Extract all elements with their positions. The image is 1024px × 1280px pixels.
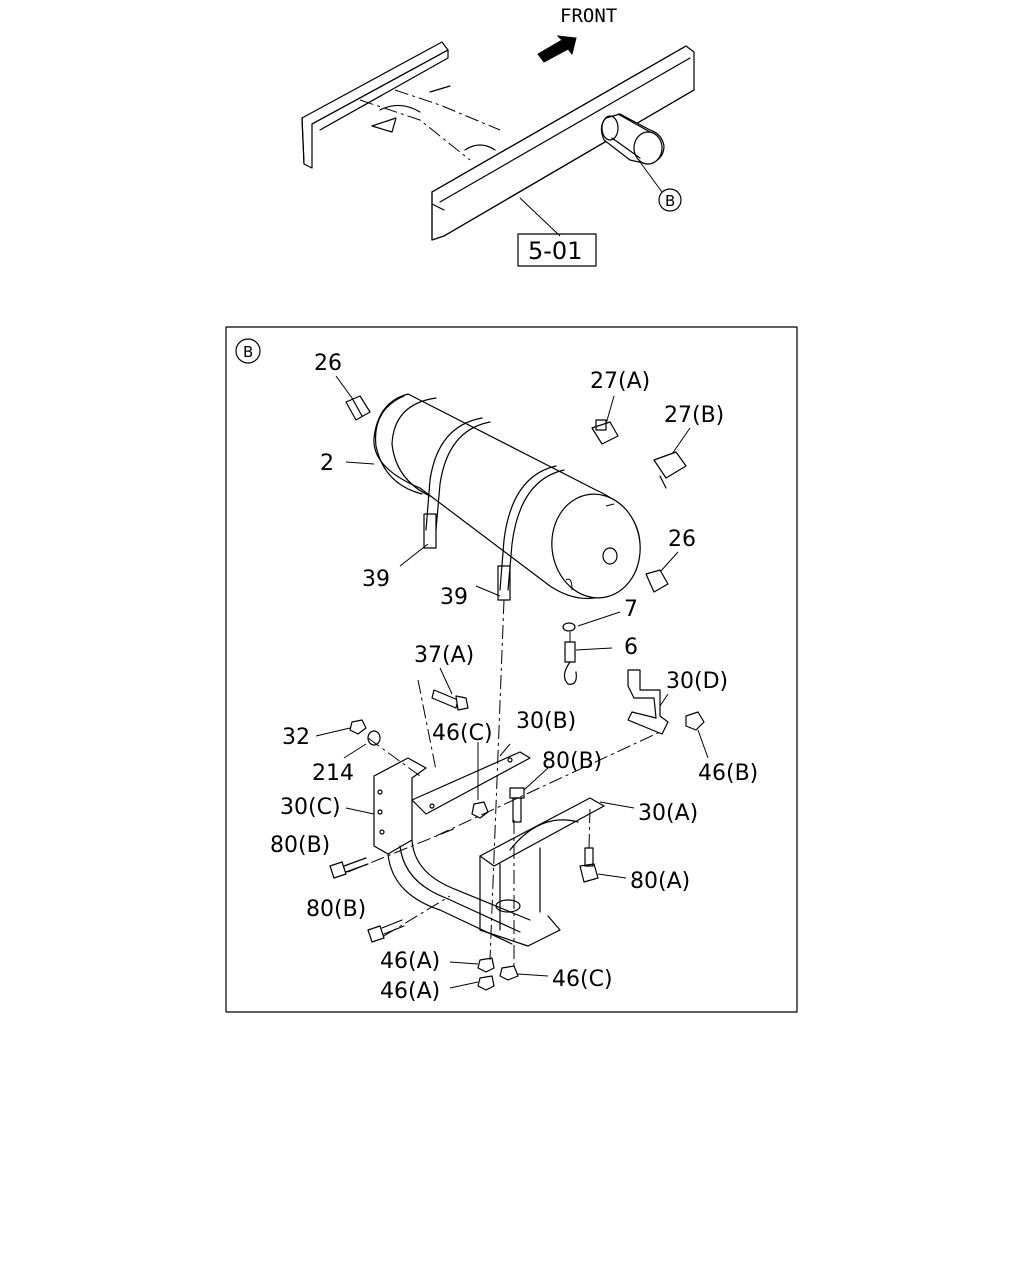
air-tank xyxy=(373,393,641,601)
front-arrow-icon xyxy=(537,35,577,63)
callout-46a-1: 46(A) xyxy=(380,949,440,974)
callout-46b: 46(B) xyxy=(698,761,758,786)
callout-30b: 30(B) xyxy=(516,709,576,734)
plug-26-right xyxy=(645,569,669,593)
bolt-80b-mid xyxy=(509,787,525,823)
callout-30a: 30(A) xyxy=(638,801,698,826)
bracket-30a xyxy=(479,797,605,947)
callout-26-top: 26 xyxy=(314,351,342,376)
air-tank-overview xyxy=(600,113,665,193)
right-frame-rail xyxy=(431,45,695,241)
callout-46c-bottom: 46(C) xyxy=(552,967,613,992)
drain-boss xyxy=(602,547,618,565)
callout-27b: 27(B) xyxy=(664,403,724,428)
left-frame-rail xyxy=(301,41,449,169)
callout-80b-left: 80(B) xyxy=(270,833,330,858)
callout-46a-2: 46(A) xyxy=(380,979,440,1004)
front-label: FRONT xyxy=(560,5,617,27)
callout-39-mid: 39 xyxy=(440,585,468,610)
detail-view-b: B xyxy=(225,326,798,1013)
plug-26-top xyxy=(345,395,371,421)
callout-30c: 30(C) xyxy=(280,795,341,820)
callout-214: 214 xyxy=(312,761,354,786)
nut-46b xyxy=(685,711,705,731)
leader-lines xyxy=(315,375,709,989)
bolt-80b-low xyxy=(367,919,405,943)
u-bolt-thread-left xyxy=(423,513,437,549)
section-ref-box: 5-01 xyxy=(517,233,597,267)
callout-32: 32 xyxy=(282,725,310,750)
nut-46c-top xyxy=(471,801,489,819)
callout-30d: 30(D) xyxy=(666,669,728,694)
fitting-27b xyxy=(653,451,687,489)
callout-80b-low: 80(B) xyxy=(306,897,366,922)
bracket-30b xyxy=(411,751,531,815)
cross-member xyxy=(359,85,501,161)
callout-labels: 26 2 27(A) 27(B) 26 39 39 7 6 37(A) 30(D… xyxy=(270,351,758,1004)
nut-32 xyxy=(349,719,367,735)
assembly-lines xyxy=(347,599,661,968)
callout-80b-mid: 80(B) xyxy=(542,749,602,774)
callout-37a: 37(A) xyxy=(414,643,474,668)
callout-7: 7 xyxy=(624,597,638,622)
callout-27a: 27(A) xyxy=(590,369,650,394)
bracket-30d xyxy=(627,669,669,735)
callout-39-left: 39 xyxy=(362,567,390,592)
detail-ref-b: B xyxy=(658,188,682,212)
nut-46a-1 xyxy=(477,957,495,973)
bolt-37a xyxy=(431,689,469,711)
svg-text:5-01: 5-01 xyxy=(528,237,582,265)
callout-46c-top: 46(C) xyxy=(432,721,493,746)
nut-46c-bottom xyxy=(499,965,519,981)
bracket-30c xyxy=(373,757,531,945)
detail-frame xyxy=(225,326,798,1013)
fitting-27a xyxy=(591,419,619,445)
callout-2: 2 xyxy=(320,451,334,476)
svg-text:B: B xyxy=(243,343,253,361)
washer-7 xyxy=(562,622,576,632)
svg-text:B: B xyxy=(665,192,675,210)
detail-view-label: B xyxy=(235,338,261,364)
drain-valve-6 xyxy=(563,641,577,685)
callout-80a: 80(A) xyxy=(630,869,690,894)
chassis-overview: FRONT xyxy=(301,5,695,267)
callout-6: 6 xyxy=(624,635,638,660)
nut-46a-2 xyxy=(477,975,495,991)
callout-26-right: 26 xyxy=(668,527,696,552)
bolt-80b-left xyxy=(329,857,369,879)
bolt-80a xyxy=(579,847,599,883)
